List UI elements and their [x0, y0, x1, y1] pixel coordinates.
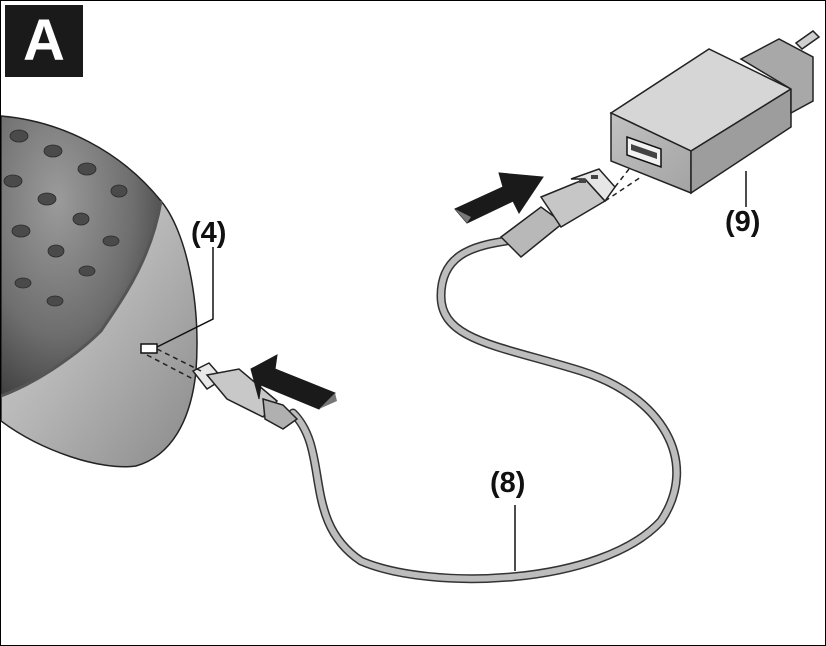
usb-port-slot — [141, 344, 157, 353]
callout-usb-port: (4) — [191, 219, 226, 248]
callout-leaders — [157, 171, 746, 571]
usb-charger — [611, 31, 819, 193]
charger-pin — [796, 31, 819, 49]
screwdriver-body — [1, 116, 197, 467]
callout-usb-cable: (8) — [490, 469, 525, 498]
cable-wire — [293, 241, 677, 579]
figure-label-badge: A — [5, 5, 83, 77]
callout-charger: (9) — [725, 208, 760, 237]
